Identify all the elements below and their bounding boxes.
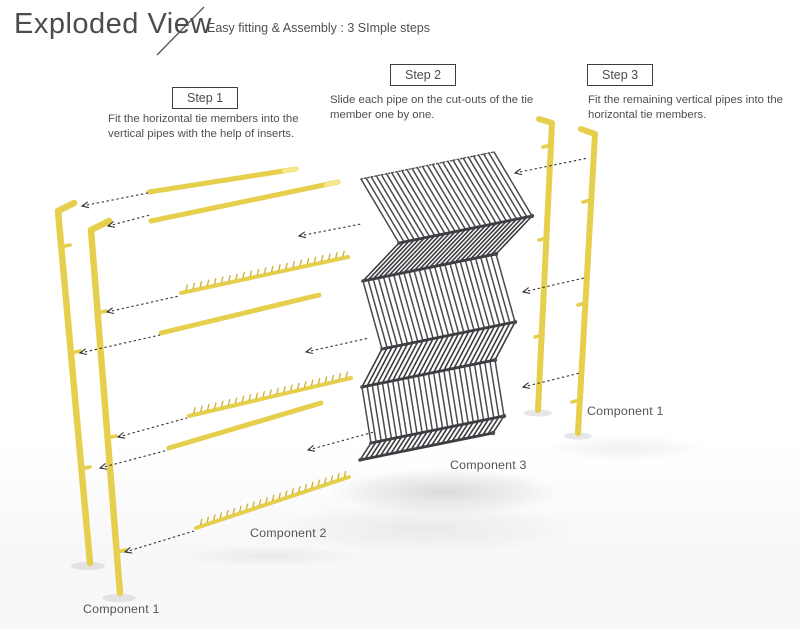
left-vertical-pipes (54, 199, 128, 597)
dashed-arrow (106, 214, 151, 228)
dashed-arrow (78, 334, 161, 356)
component-1-right-label: Component 1 (587, 404, 664, 418)
dashed-arrow (123, 530, 195, 554)
page-title: Exploded View (14, 8, 212, 40)
step-3-box: Step 3 (587, 64, 654, 86)
dashed-arrow (116, 417, 188, 439)
dashed-arrow (513, 157, 589, 176)
dashed-arrow (306, 431, 375, 452)
component-1-left-label: Component 1 (83, 602, 160, 616)
floor-shadows (0, 409, 800, 629)
step-3-description: Fit the remaining vertical pipes into th… (588, 94, 784, 121)
dashed-arrow (105, 295, 180, 315)
assembly-arrows (78, 157, 589, 554)
step-1-description: Fit the horizontal tie members into the … (108, 113, 299, 140)
component-3-label: Component 3 (450, 458, 527, 472)
component-2-label: Component 2 (250, 526, 327, 540)
comb-tie-members (179, 250, 353, 530)
right-vertical-pipes (533, 116, 598, 436)
dashed-arrow (304, 337, 370, 355)
horizontal-tie-bars (146, 166, 341, 451)
dashed-arrow (521, 372, 581, 389)
dashed-arrow (80, 192, 149, 209)
dashed-arrow (297, 223, 362, 239)
zigzag-pipe-rack (358, 151, 535, 462)
page-subtitle: Easy fitting & Assembly : 3 SImple steps (207, 21, 431, 35)
dashed-arrow (98, 449, 169, 470)
dashed-arrow (521, 277, 585, 295)
title-slash (156, 6, 205, 56)
step-2-description: Slide each pipe on the cut-outs of the t… (330, 94, 534, 121)
step-2-box: Step 2 (390, 64, 457, 86)
step-1-box: Step 1 (172, 87, 239, 109)
